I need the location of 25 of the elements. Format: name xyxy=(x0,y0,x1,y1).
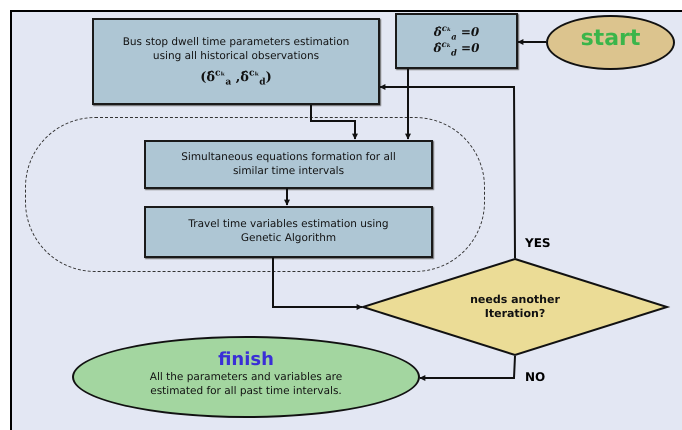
description-text: All the parameters and variables are estimated for all past time intervals. xyxy=(148,371,344,398)
edge-label: YES xyxy=(524,236,552,250)
process-box xyxy=(144,206,433,258)
arrow xyxy=(379,84,516,258)
arrow xyxy=(517,39,546,45)
process-box xyxy=(395,13,518,69)
equation-text: (δ̂$^{cₖ}$$_{a}$ ,δ̂$^{cₖ}$$_{d}$) xyxy=(200,70,272,87)
arrow xyxy=(284,188,290,206)
process-text: Travel time variables estimation using Genetic Algorithm xyxy=(187,218,390,246)
process-text: Simultaneous equations formation for all similar time intervals xyxy=(180,150,397,178)
arrow xyxy=(419,356,516,381)
arrow xyxy=(405,69,411,140)
arrow xyxy=(310,105,358,140)
dashed-group xyxy=(25,117,485,272)
process-box xyxy=(144,140,433,189)
edge-label: NO xyxy=(524,370,546,384)
finish-label: finish xyxy=(218,348,274,372)
start-label: start xyxy=(580,25,640,54)
equation-text: δ̂$^{cₖ}$$_{a}$ =0 xyxy=(434,25,480,41)
process-text: Bus stop dwell time parameters estimation using all historical observations xyxy=(122,36,350,64)
decision-text: needs another Iteration? xyxy=(469,292,561,322)
arrow xyxy=(272,257,363,310)
equation-text: δ̂$^{cₖ}$$_{d}$ =0 xyxy=(434,41,480,57)
process-box xyxy=(92,18,380,105)
decision-diamond xyxy=(362,258,668,356)
